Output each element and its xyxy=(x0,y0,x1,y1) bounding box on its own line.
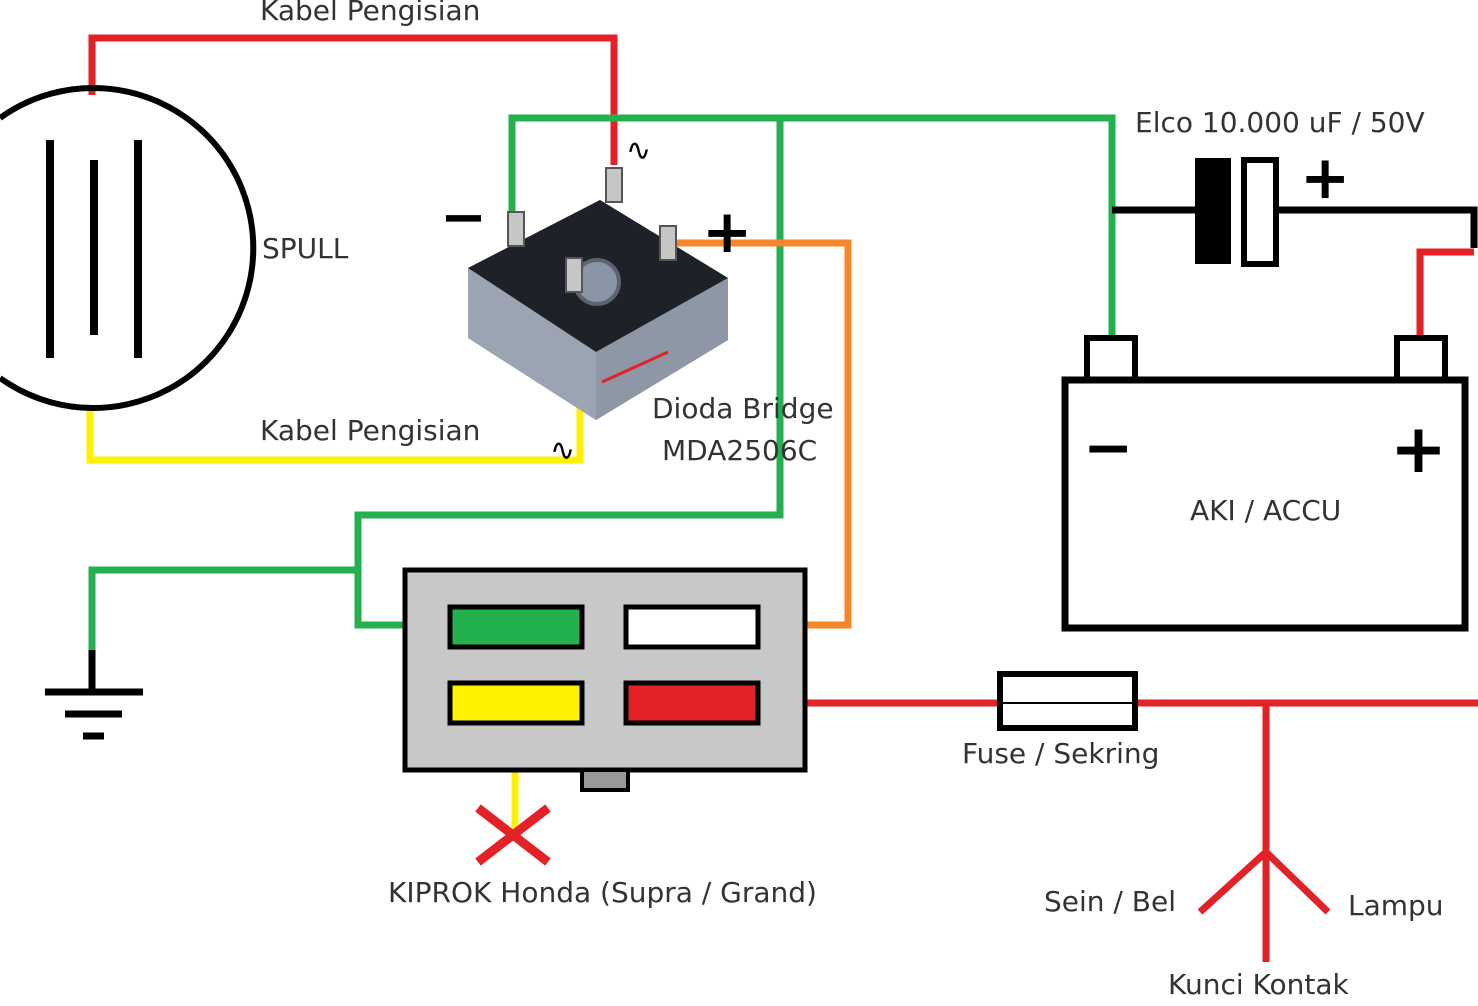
label-sein-bel: Sein / Bel xyxy=(1044,885,1176,918)
label-kiprok: KIPROK Honda (Supra / Grand) xyxy=(388,876,817,909)
kiprok-red-terminal xyxy=(623,680,761,726)
kiprok-white-terminal xyxy=(623,604,761,650)
kiprok-yellow-terminal xyxy=(447,680,585,726)
ac-symbol-top: ∿ xyxy=(626,133,651,168)
red-battery-wire xyxy=(1416,248,1474,345)
spull-coil xyxy=(0,85,257,411)
label-lampu: Lampu xyxy=(1348,889,1444,922)
capacitor-plus-sign: + xyxy=(1300,143,1350,213)
battery-minus-sign: − xyxy=(1083,413,1133,483)
label-kabel-pengisian-top: Kabel Pengisian xyxy=(260,0,480,27)
bridge-plus-sign: + xyxy=(702,197,752,267)
green-top-wire xyxy=(508,114,1116,345)
unused-lead-cross xyxy=(475,804,551,866)
battery-plus-sign: + xyxy=(1390,410,1447,489)
label-kabel-pengisian-bottom: Kabel Pengisian xyxy=(260,414,480,447)
label-spull: SPULL xyxy=(262,232,349,265)
red-branch-right xyxy=(1263,849,1331,915)
ground-symbol xyxy=(45,650,143,740)
electrolytic-capacitor xyxy=(1195,157,1279,267)
label-aki: AKI / ACCU xyxy=(1190,494,1341,527)
fuse xyxy=(997,671,1138,731)
label-kunci-kontak: Kunci Kontak xyxy=(1168,968,1350,1001)
diode-bridge xyxy=(468,167,728,420)
label-elco: Elco 10.000 uF / 50V xyxy=(1135,106,1425,139)
label-fuse: Fuse / Sekring xyxy=(962,737,1159,770)
red-branch-left xyxy=(1197,849,1269,915)
kiprok-regulator xyxy=(402,567,808,792)
green-earth-lead xyxy=(88,566,358,650)
capacitor-plus-wire xyxy=(1278,206,1478,248)
green-ground-wire xyxy=(354,118,784,629)
ac-symbol-bottom: ∿ xyxy=(550,433,575,468)
label-dioda-bridge: Dioda Bridge xyxy=(652,392,834,425)
battery xyxy=(1061,335,1469,632)
bridge-minus-sign: − xyxy=(440,185,487,250)
kiprok-green-terminal xyxy=(447,604,585,650)
label-dioda-model: MDA2506C xyxy=(662,434,817,467)
red-charging-wire xyxy=(88,34,618,165)
